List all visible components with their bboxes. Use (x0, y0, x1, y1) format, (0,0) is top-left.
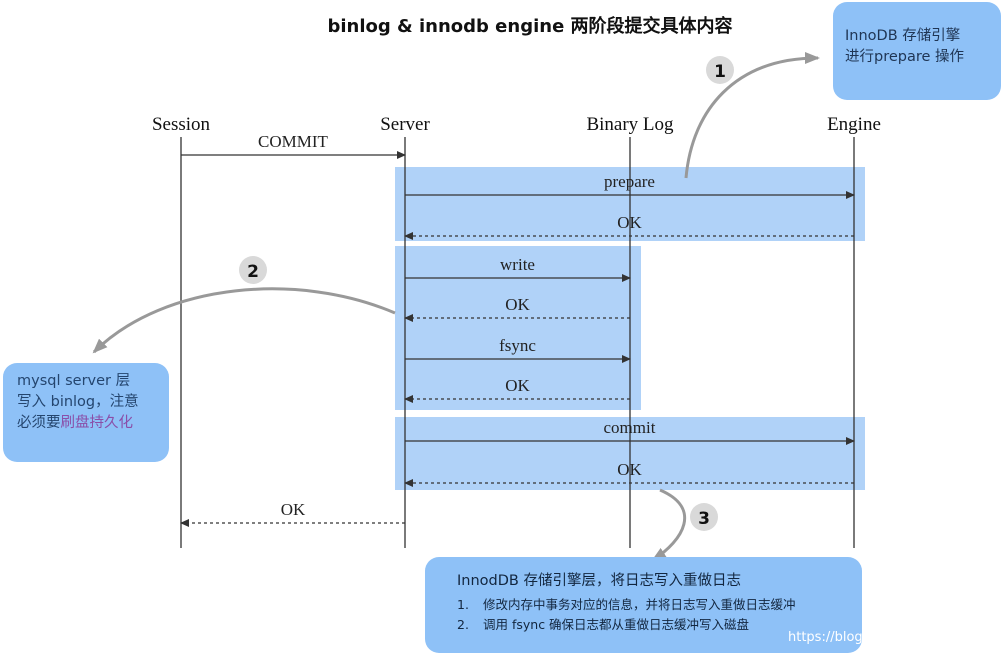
callout-redo-item-2-text: 调用 fsync 确保日志都从重做日志缓冲写入磁盘 (483, 617, 750, 633)
callout-prepare: InnoDB 存储引擎 进行prepare 操作 (833, 2, 1001, 100)
message-label-3: OK (617, 213, 642, 232)
callout-prepare-line2: 进行prepare 操作 (845, 49, 965, 66)
watermark: https://blog.csdn (788, 630, 898, 645)
step-number-1: 1 (714, 62, 726, 82)
message-label-8: commit (604, 418, 656, 437)
callout-binlog-line3-plain: 必须要 (17, 415, 61, 432)
step-number-2: 2 (247, 262, 259, 282)
participant-binary-log: Binary Log (586, 114, 674, 135)
callout-binlog-line1: mysql server 层 (17, 373, 131, 389)
participant-server: Server (380, 114, 430, 135)
page-title: binlog & innodb engine 两阶段提交具体内容 (327, 16, 733, 37)
participant-engine: Engine (827, 114, 881, 135)
callout-redo-item-2-num: 2. (457, 617, 469, 633)
message-label-2: prepare (604, 172, 655, 191)
callout-binlog-line3: 必须要刷盘持久化 (17, 413, 159, 434)
step-badge-1: 1 (706, 56, 734, 84)
step-badge-2: 2 (239, 256, 267, 284)
callout-redo-item-2: 2. 调用 fsync 确保日志都从重做日志缓冲写入磁盘 (457, 616, 852, 634)
callout-redo-item-1-num: 1. (457, 597, 469, 613)
callout-redo-heading: InnodDB 存储引擎层，将日志写入重做日志 (457, 573, 741, 589)
message-label-4: write (500, 255, 535, 274)
callout-arrow-3 (651, 488, 686, 562)
callout-arrow-1 (684, 52, 820, 179)
callout-redo-item-1: 1. 修改内存中事务对应的信息，并将日志写入重做日志缓冲 (457, 596, 852, 614)
binlog-phase-band (395, 246, 641, 410)
message-label-1: COMMIT (258, 132, 329, 151)
step-number-3: 3 (698, 509, 710, 529)
participant-session: Session (152, 114, 211, 135)
callout-binlog: mysql server 层 写入 binlog，注意 必须要刷盘持久化 (3, 363, 169, 462)
callout-redo-log: InnodDB 存储引擎层，将日志写入重做日志 1. 修改内存中事务对应的信息，并… (425, 557, 862, 653)
message-label-10: OK (281, 500, 306, 519)
callout-redo-item-1-text: 修改内存中事务对应的信息，并将日志写入重做日志缓冲 (483, 597, 796, 613)
callout-binlog-highlight: 刷盘持久化 (60, 415, 134, 432)
message-label-6: fsync (499, 336, 536, 355)
callout-prepare-line1: InnoDB 存储引擎 (845, 28, 961, 44)
callout-arrow-2 (92, 287, 396, 354)
message-label-5: OK (505, 295, 530, 314)
message-label-9: OK (617, 460, 642, 479)
step-badge-3: 3 (690, 503, 718, 531)
callout-binlog-line2: 写入 binlog，注意 (17, 394, 139, 411)
message-label-7: OK (505, 376, 530, 395)
